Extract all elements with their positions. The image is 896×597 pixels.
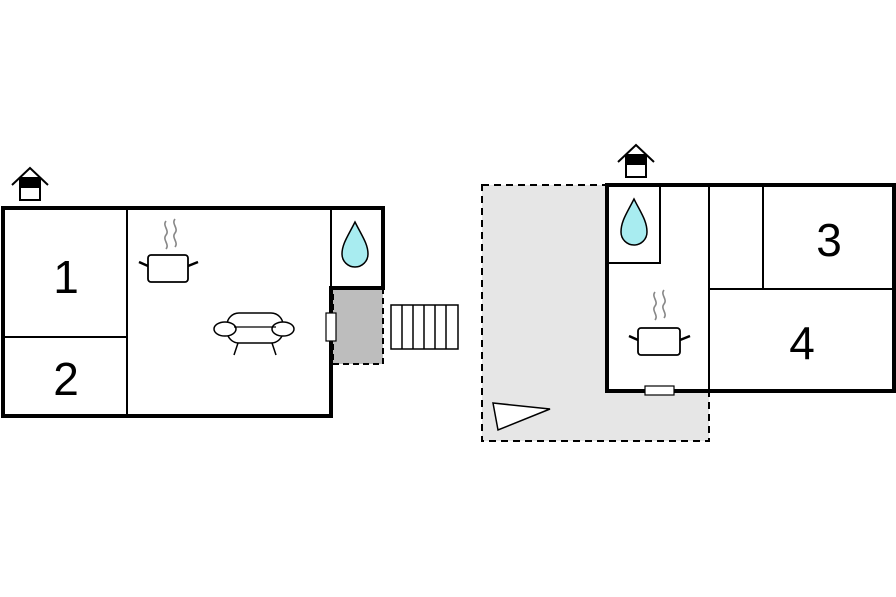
room-label-2: 2: [53, 353, 79, 405]
door: [644, 385, 675, 396]
cooking-pot-icon: [138, 218, 199, 283]
house-entrance-icon: [617, 143, 655, 178]
right-building: 3 4: [481, 143, 896, 442]
water-drop-icon: [620, 197, 648, 246]
room-label-4: 4: [789, 317, 815, 369]
room-label-1: 1: [53, 251, 79, 303]
terrace-triangle-icon: [492, 402, 551, 432]
room-label-3: 3: [816, 214, 842, 266]
interior-wall: [609, 187, 661, 264]
entry-porch: [332, 287, 384, 365]
door: [325, 312, 337, 342]
water-drop-icon: [341, 220, 369, 268]
cooking-pot-icon: [628, 289, 691, 356]
house-entrance-icon: [11, 166, 49, 201]
stairs-icon: [390, 304, 459, 350]
sofa-icon: [213, 312, 295, 356]
left-building: 1 2: [1, 166, 459, 418]
